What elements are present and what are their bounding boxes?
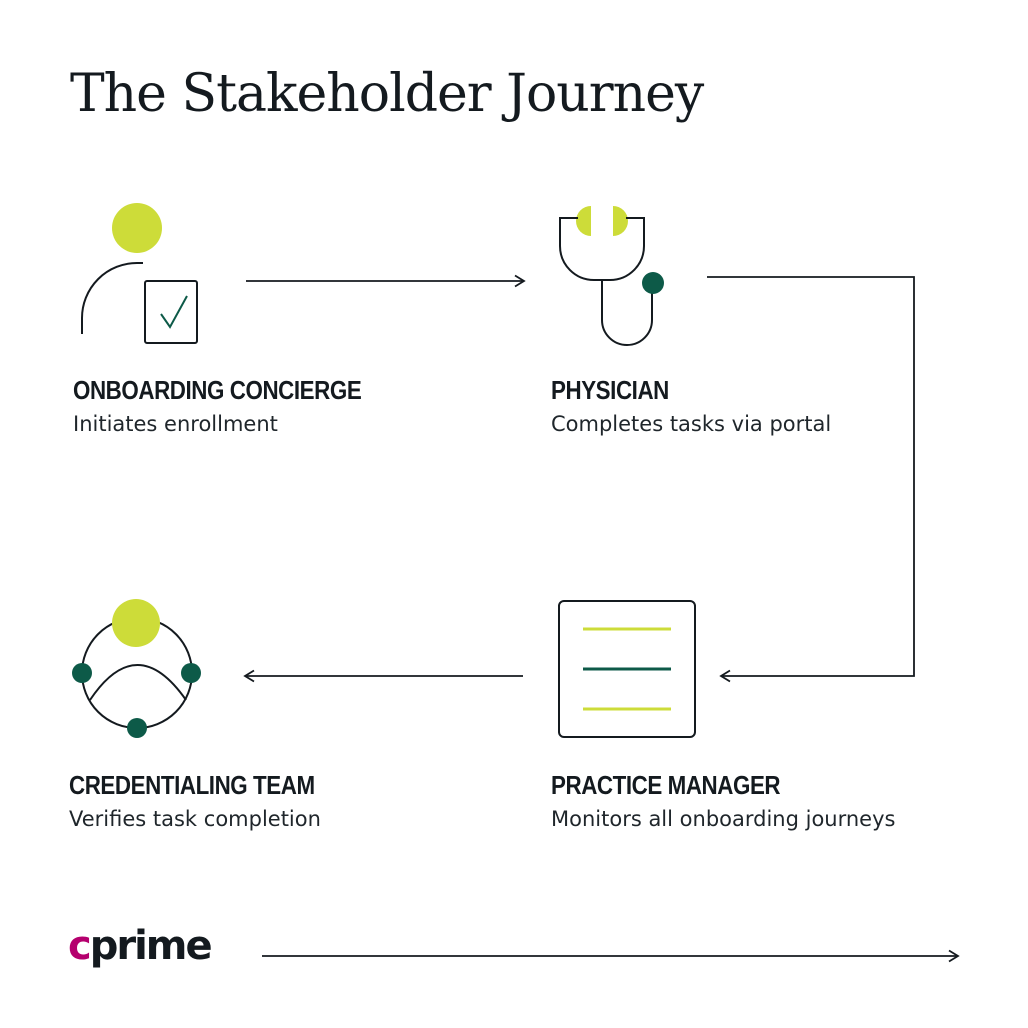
stakeholder-description-physician: Completes tasks via portal [551,412,832,436]
stakeholder-role-physician: PHYSICIAN [551,375,669,405]
logo-rest: prime [89,923,213,969]
stakeholder-role-credentialing: CREDENTIALING TEAM [69,770,315,800]
document-list-icon [558,600,696,738]
cprime-logo: cprime [68,923,213,969]
stakeholder-description-concierge: Initiates enrollment [73,412,278,436]
stakeholder-role-concierge: ONBOARDING CONCIERGE [73,375,362,405]
page-title: The Stakeholder Journey [70,64,704,124]
arrow-physician-to-practice-manager [707,276,915,683]
stakeholder-description-credentialing: Verifies task completion [69,807,321,831]
team-network-icon [72,599,201,738]
logo-prefix: c [68,923,92,969]
stakeholder-description-practice-manager: Monitors all onboarding journeys [551,807,896,831]
person-with-clipboard-icon [81,203,198,344]
stakeholder-role-practice-manager: PRACTICE MANAGER [551,770,781,800]
stethoscope-icon [559,206,664,346]
